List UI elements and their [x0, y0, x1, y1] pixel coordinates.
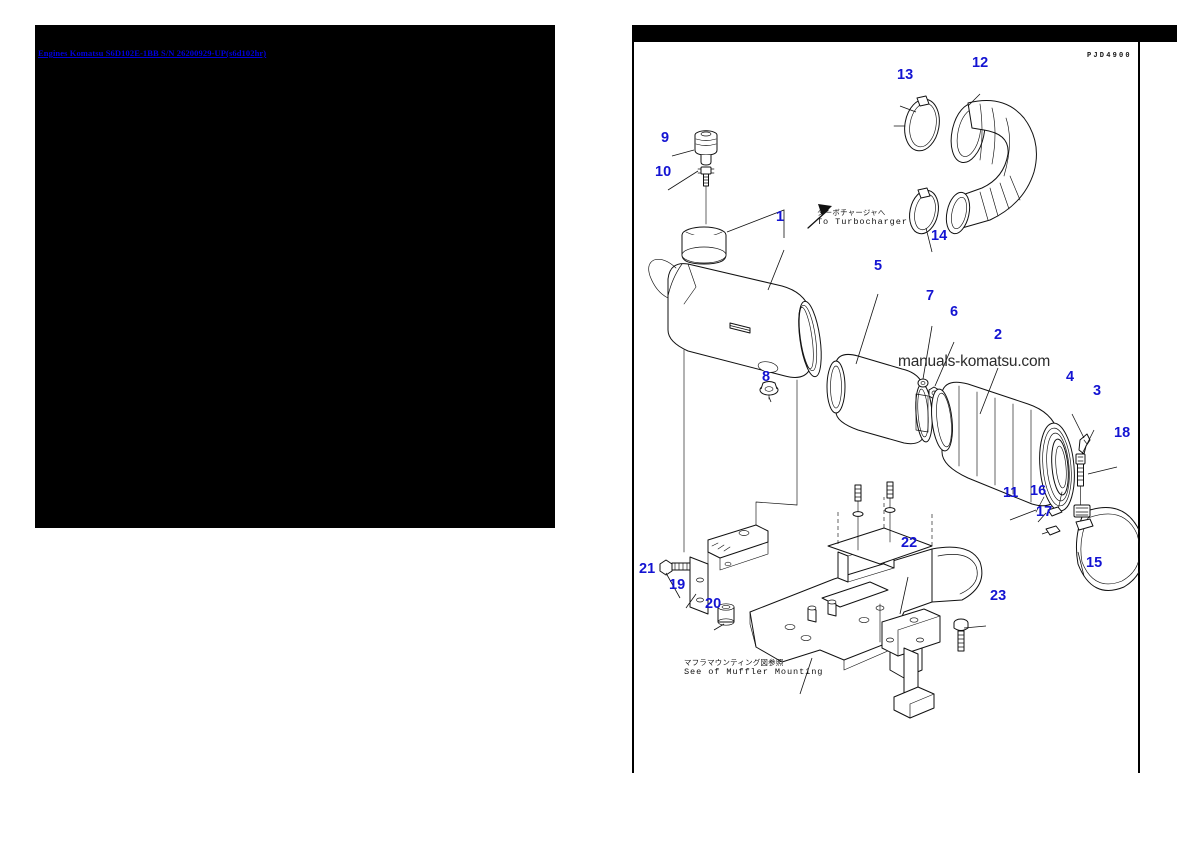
part-16-washer — [1057, 491, 1063, 511]
part-19-side-bracket — [689, 501, 798, 615]
part-7-washer — [917, 378, 929, 388]
part-23-bolt — [953, 618, 969, 652]
base-mounting-assembly — [749, 481, 983, 679]
sheet-top-bar — [632, 25, 1177, 42]
annotation-muffler-mounting: マフラマウンティング図参照 See of Muffler Mounting — [684, 658, 824, 678]
callout-8[interactable]: 8 — [762, 369, 771, 385]
part-4-clip — [1078, 433, 1091, 455]
part-11-seal — [1035, 496, 1045, 513]
callout-21[interactable]: 21 — [639, 561, 656, 577]
part-13-clamp-ring — [893, 95, 940, 152]
image-placeholder-panel — [35, 25, 555, 528]
part-21-bolt — [659, 559, 691, 576]
part-12-intake-hose — [945, 100, 1037, 235]
part-9-precleaner — [694, 130, 718, 166]
callout-3[interactable]: 3 — [1093, 383, 1102, 399]
part-20-bushing — [717, 603, 735, 626]
parts-diagram-sheet: PJD4900 — [632, 25, 1177, 773]
part-15-clamp-band — [1073, 504, 1140, 591]
sheet-right-rule — [1138, 42, 1140, 773]
sheet-left-rule — [632, 42, 634, 773]
air-cleaner-assembly-drawing — [648, 93, 1140, 719]
callout-10[interactable]: 10 — [655, 164, 672, 180]
callout-19[interactable]: 19 — [669, 577, 686, 593]
callout-6[interactable]: 6 — [950, 304, 959, 320]
callout-23[interactable]: 23 — [990, 588, 1007, 604]
part-5-connector-tube — [826, 354, 933, 445]
part-8-wing-nut — [759, 381, 779, 400]
part-3-18-bolt — [1075, 453, 1086, 509]
sheet-code-label: PJD4900 — [1087, 52, 1132, 60]
part-10-bolt — [697, 166, 715, 225]
callout-9[interactable]: 9 — [661, 130, 670, 146]
callout-13[interactable]: 13 — [897, 67, 914, 83]
callout-1[interactable]: 1 — [776, 209, 785, 225]
callout-20[interactable]: 20 — [705, 596, 722, 612]
callout-4[interactable]: 4 — [1066, 369, 1075, 385]
callout-14[interactable]: 14 — [931, 228, 948, 244]
annotation-to-turbocharger: ターボチャージャへ To Turbocharger — [817, 208, 908, 228]
part-1-air-cleaner-body — [648, 226, 822, 553]
callout-18[interactable]: 18 — [1114, 425, 1131, 441]
to-turbocharger-arrow — [807, 204, 832, 229]
callout-12[interactable]: 12 — [972, 55, 989, 71]
callout-11[interactable]: 11 — [1003, 485, 1019, 501]
callout-16[interactable]: 16 — [1030, 483, 1047, 499]
part-2-filter-element — [931, 381, 1075, 512]
document-title-link[interactable]: Engines Komatsu S6D102E-1BB S/N 26200929… — [38, 48, 267, 58]
callout-5[interactable]: 5 — [874, 258, 883, 274]
site-watermark: manuals-komatsu.com — [898, 353, 1051, 370]
callout-2[interactable]: 2 — [994, 327, 1003, 343]
callout-17[interactable]: 17 — [1036, 504, 1053, 520]
part-14-clamp-ring — [909, 187, 939, 235]
callout-22[interactable]: 22 — [901, 535, 918, 551]
part-22-rear-bracket — [879, 603, 941, 719]
part-17-tabs — [1045, 506, 1063, 536]
callout-7[interactable]: 7 — [926, 288, 935, 304]
leader-lines — [665, 93, 1118, 695]
callout-15[interactable]: 15 — [1086, 555, 1103, 571]
